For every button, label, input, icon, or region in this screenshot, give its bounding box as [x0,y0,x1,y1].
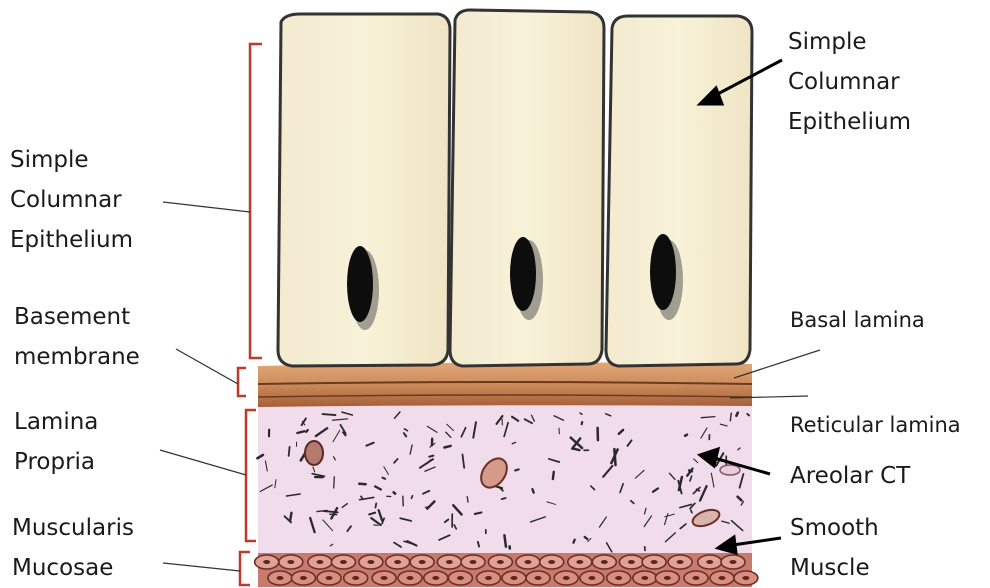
muscle-nucleus [446,560,453,564]
basement-membrane [258,362,752,407]
fiber [383,478,386,479]
muscle-nucleus [326,576,333,580]
fiber [553,472,554,479]
fiber [585,537,588,539]
muscle-nucleus [316,560,323,564]
fiber [394,492,396,493]
fiber [689,470,692,471]
label-basal-lamina: Basal lamina [790,300,925,340]
label-smooth-muscle: Smooth Muscle [790,508,879,588]
label-muscularis-mucosae: Muscularis Mucosae [12,508,134,588]
muscle-nucleus [524,560,531,564]
muscle-nucleus [563,576,570,580]
fiber [736,413,737,416]
label-epithelium-right: Simple Columnar Epithelium [788,22,911,142]
fiber [475,512,482,513]
muscle-nucleus [277,576,284,580]
label-lamina-propria: Lamina Propria [14,402,98,482]
muscle-nucleus [381,576,388,580]
lamina-cell [305,441,323,465]
fiber [306,430,308,432]
nucleus [650,234,676,310]
muscle-nucleus [419,560,426,564]
fiber [747,414,749,416]
fiber [411,496,412,499]
label-reticular-lamina: Reticular lamina [790,405,961,445]
label-areolar-ct: Areolar CT [790,456,910,496]
fiber [375,503,376,507]
bracket-epithelium [250,44,262,358]
fiber [289,447,290,456]
lamina-cell [720,465,740,475]
label-basement-membrane: Basement membrane [14,297,140,377]
muscle-nucleus [601,560,608,564]
columnar-cell-3 [606,16,752,366]
muscle-nucleus [628,560,635,564]
muscle-nucleus [641,576,648,580]
fiber [322,414,335,415]
muscle-nucleus [432,576,439,580]
muscle-nucleus [340,560,347,564]
fiber [478,542,479,546]
leader-basement-left [176,349,238,384]
fiber [429,456,433,457]
muscle-nucleus [367,560,374,564]
fiber [614,449,615,465]
muscle-nucleus [263,560,270,564]
muscle-nucleus [718,576,725,580]
bracket-lamina-propria [246,410,256,541]
bracket-basement [238,368,246,396]
leader-muscularis-left [163,563,240,571]
fiber [580,413,582,414]
fiber [374,525,378,526]
fiber [504,535,505,546]
muscle-nucleus [510,576,517,580]
muscle-nucleus [287,560,294,564]
muscle-nucleus [677,560,684,564]
fiber [532,489,533,493]
fiber [691,510,692,512]
fiber [334,477,335,488]
fiber [515,469,518,470]
muscle-nucleus [497,560,504,564]
label-epithelium-left: Simple Columnar Epithelium [10,140,133,260]
muscle-nucleus [664,576,671,580]
leader-lamina-propria-left [160,450,246,475]
fiber [685,435,687,436]
muscle-nucleus [615,576,622,580]
muscle-nucleus [457,576,464,580]
fiber [502,498,506,499]
muscle-nucleus [706,560,713,564]
muscle-nucleus [535,576,542,580]
bracket-muscularis [240,552,250,585]
muscle-nucleus [394,560,401,564]
fiber [573,448,580,450]
muscle-nucleus [651,560,658,564]
muscle-nucleus [485,576,492,580]
muscle-nucleus [729,560,736,564]
fiber [444,446,450,448]
muscle-nucleus [548,560,555,564]
muscle-nucleus [576,560,583,564]
muscle-nucleus [588,576,595,580]
leader-epithelium-left [163,202,250,212]
nucleus [510,237,536,311]
muscle-nucleus [352,576,359,580]
fiber [573,540,574,543]
muscle-nucleus [692,576,699,580]
fiber [290,513,291,521]
muscle-nucleus [300,576,307,580]
muscle-nucleus [742,576,749,580]
muscle-nucleus [470,560,477,564]
nucleus [347,246,373,322]
muscle-nucleus [407,576,414,580]
fiber [425,507,427,508]
